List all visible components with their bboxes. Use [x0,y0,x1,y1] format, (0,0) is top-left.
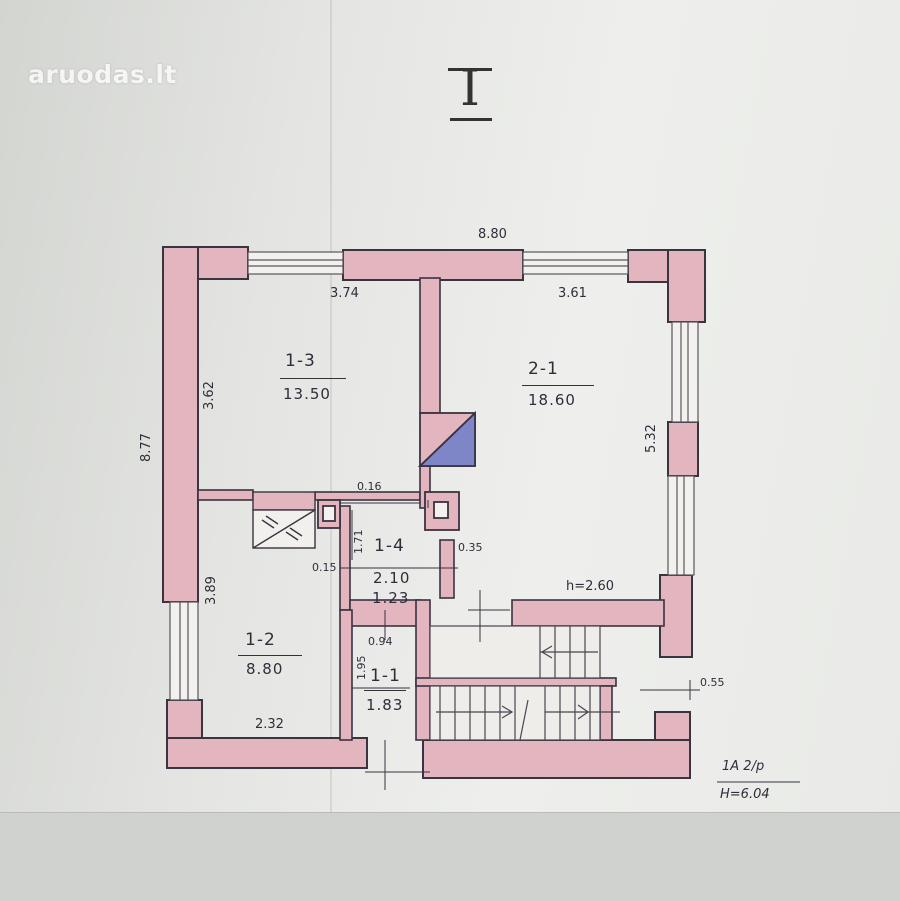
room-1-2-area: 8.80 [246,660,284,678]
wall-stairs-left [415,599,431,741]
room-1-2-divider [238,655,302,656]
floor-marker-bar-bottom [450,118,492,121]
exterior-walls [162,246,706,779]
dim-room-1-4-left: 0.15 [312,561,337,574]
paper-bottom-edge [0,812,900,901]
dim-room-1-4-top: 0.16 [357,480,382,493]
room-1-3-area: 13.50 [283,385,331,403]
room-1-1-area: 1.83 [366,696,404,714]
duct-hatched [252,491,316,549]
dim-room-1-2-width: 2.32 [255,717,284,732]
room-1-1-divider [364,690,406,691]
room-1-4-id: 1-4 [374,536,405,556]
wall-right-lower [659,574,693,658]
wall-bottom-left [166,737,368,769]
wall-left-upper [162,246,199,603]
dim-wall-right: 0.55 [700,676,725,689]
wall-stairs-mid [415,677,617,687]
dim-room-1-3-depth: 3.62 [202,381,217,410]
dim-room-1-1-width: 0.94 [368,635,393,648]
room-1-2-id: 1-2 [245,630,276,650]
floor-marker-bar-top [448,68,492,71]
dim-room-2-1-width: 3.61 [558,286,587,301]
room-2-1-divider [522,385,594,386]
wall-1-4-left [339,505,351,611]
dim-room-1-3-width: 3.74 [330,286,359,301]
room-1-4-area: 2.10 [373,569,411,587]
wall-between-1-3-and-2-1 [419,277,441,414]
room-1-3-id: 1-3 [285,351,316,371]
watermark-logo: aruodas.lt [28,60,177,89]
wall-top-middle [342,249,524,281]
dim-room-1-2-depth: 3.89 [204,576,219,605]
chimney-blocks [317,410,476,531]
dim-room-2-1-depth: 5.32 [644,424,659,453]
room-1-1-id: 1-1 [370,666,401,686]
dim-room-1-4-side: 1.71 [352,529,365,555]
wall-1-3-bottom-right [314,491,421,501]
wall-bottom-right [422,739,691,779]
staircase [429,625,620,741]
windows [169,251,699,701]
wall-stairs-post [599,685,613,741]
paper-fold [330,0,332,900]
wall-1-3-bottom-left [197,489,254,501]
wall-right-pier [667,421,699,477]
floor-marker: I [460,59,480,117]
stamp-line-2: H=6.04 [720,787,770,802]
ceiling-height: h=2.60 [566,579,615,594]
wall-1-4-right [439,539,455,599]
dimension-lines [340,500,800,790]
wall-right-upper [667,249,706,323]
dim-room-1-4-right: 0.35 [458,541,483,554]
room-1-3-divider [280,378,346,379]
dim-overall-width: 8.80 [478,227,507,242]
dim-room-1-1-depth: 1.95 [355,655,368,681]
stamp-line-1: 1A 2/p [722,759,765,774]
room-2-1-area: 18.60 [528,391,576,409]
room-2-1-id: 2-1 [528,359,559,379]
dim-overall-depth: 8.77 [139,433,154,462]
wall-stairs-top [511,599,665,627]
dim-room-1-4-width: 1.23 [372,589,410,607]
wall-1-1-left [339,609,353,741]
